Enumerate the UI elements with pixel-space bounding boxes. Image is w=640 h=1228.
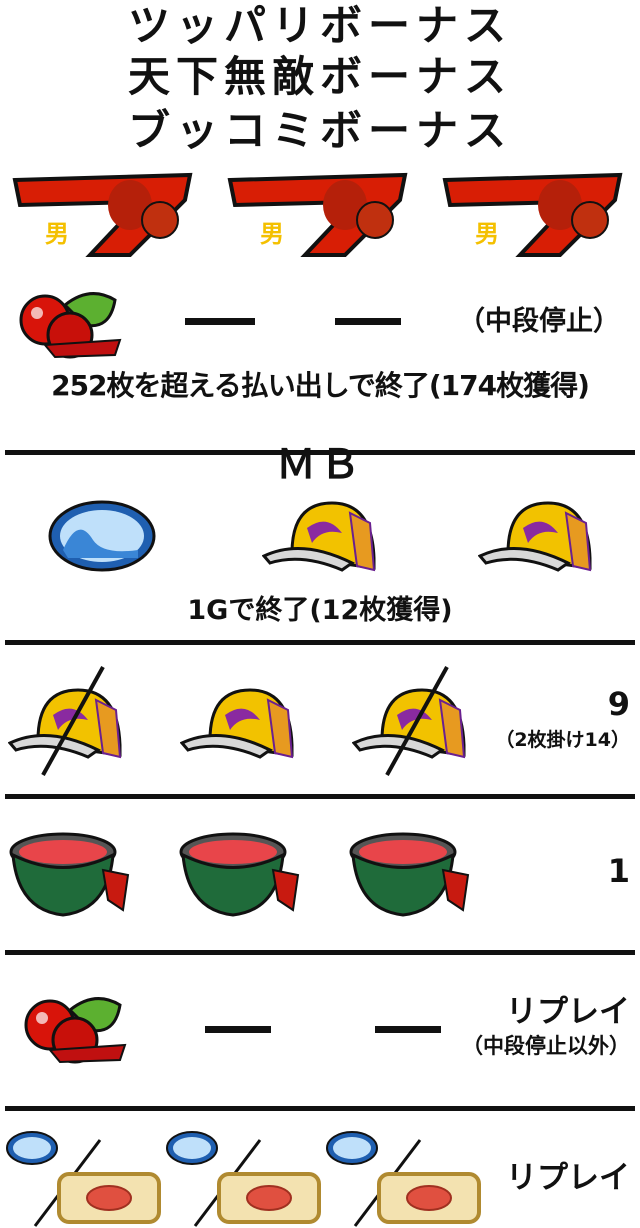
bonus-title: ツッパリボーナス <box>127 1 512 50</box>
payout-note: （中段停止以外） <box>462 1034 630 1058</box>
divider <box>5 950 635 955</box>
mb-end-condition: 1Gで終了(12枚獲得) <box>187 595 453 626</box>
bowl-symbol <box>179 832 300 917</box>
cherry-symbol <box>19 292 122 359</box>
any-symbol-dash <box>185 318 255 325</box>
divider <box>5 640 635 645</box>
payout-value: 9 <box>607 685 630 723</box>
divider <box>5 1106 635 1111</box>
any-symbol-dash <box>375 1026 441 1033</box>
bowl-symbol <box>9 832 130 917</box>
seven-symbol <box>228 173 407 257</box>
payout-value: 1 <box>607 852 630 890</box>
divider <box>5 794 635 799</box>
bonus-title: ブッコミボーナス <box>127 106 512 155</box>
helmet-symbol <box>180 688 294 759</box>
big-end-condition: 252枚を超える払い出しで終了(174枚獲得) <box>51 369 590 402</box>
payout-note: （2枚掛け14） <box>495 729 630 751</box>
oval-or-plaque-symbol <box>326 1131 481 1227</box>
seven-symbol <box>13 173 192 257</box>
payout-value: リプレイ <box>506 994 630 1030</box>
any-symbol-dash <box>335 318 401 325</box>
bonus-title: 天下無敵ボーナス <box>127 52 512 101</box>
helmet-symbol <box>478 501 592 572</box>
helmet-symbol <box>262 501 376 572</box>
oval-or-plaque-symbol <box>6 1131 161 1227</box>
bowl-symbol <box>349 832 470 917</box>
mb-title: ＭＢ <box>276 442 364 488</box>
any-symbol-dash <box>205 1026 271 1033</box>
oval-or-plaque-symbol <box>166 1131 321 1227</box>
cherry-symbol <box>24 997 127 1064</box>
helmet-crossed-symbol <box>352 666 466 776</box>
rabuyu-oval-symbol <box>48 500 156 572</box>
cherry-note: （中段停止） <box>458 306 620 337</box>
seven-symbol <box>443 173 622 257</box>
helmet-crossed-symbol <box>8 666 122 776</box>
divider <box>5 450 635 455</box>
payout-value: リプレイ <box>506 1160 630 1196</box>
